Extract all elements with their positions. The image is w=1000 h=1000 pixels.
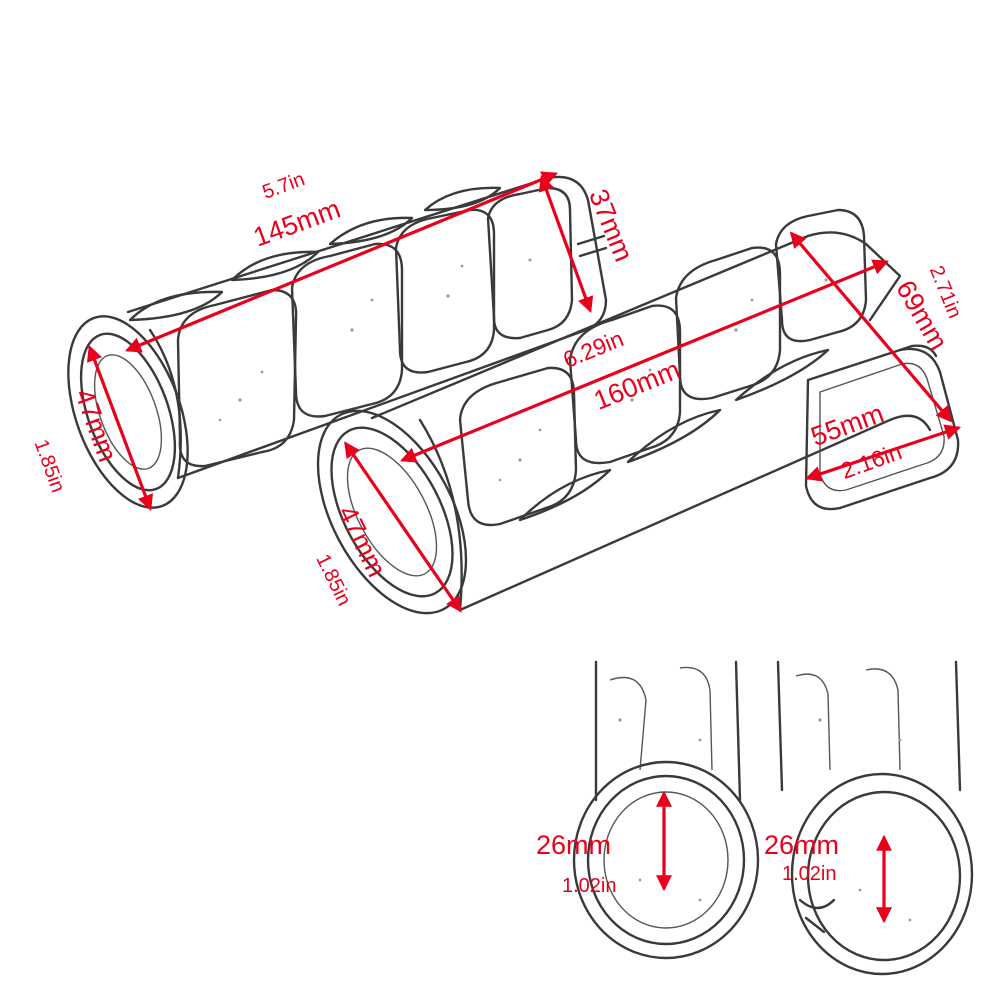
inner-right-in-label: 1.02in <box>782 863 837 885</box>
dimension-lines <box>87 171 962 924</box>
left-end-detail <box>572 660 760 960</box>
inner-left-mm-label: 26mm <box>536 830 612 860</box>
inner-right-mm-label: 26mm <box>764 830 840 860</box>
inner-left-in-label: 1.02in <box>562 875 617 897</box>
right-end-detail <box>776 660 974 976</box>
